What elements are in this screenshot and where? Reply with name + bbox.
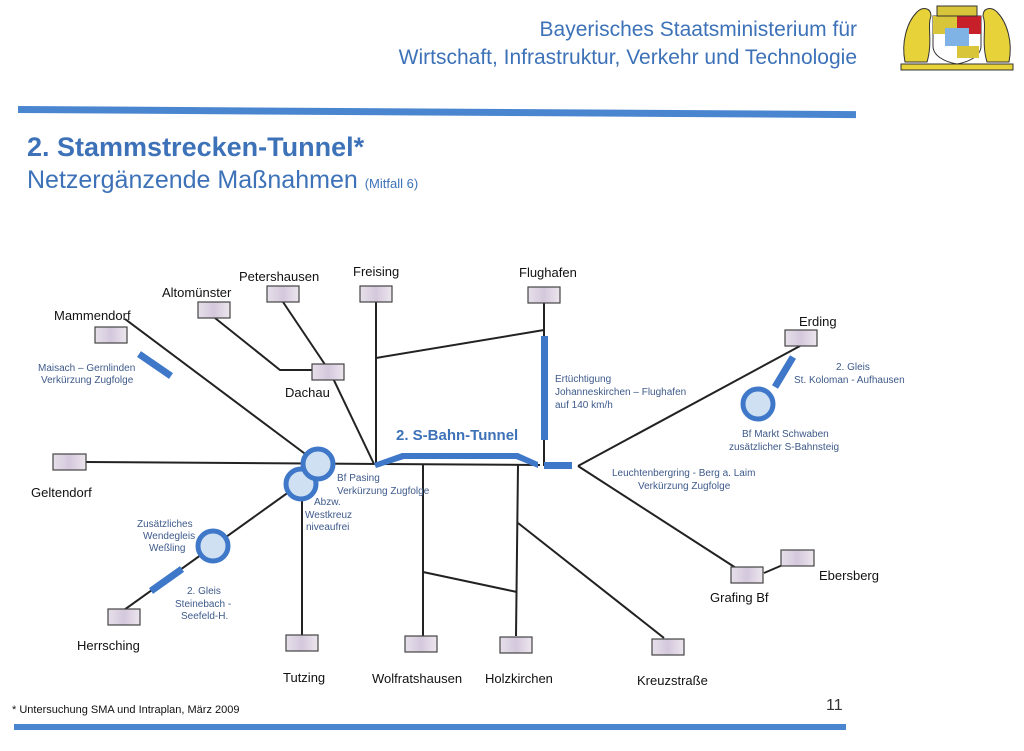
annotation-line: Maisach – Gernlinden [38,363,135,374]
annotation-line: Weßling [149,543,186,554]
station-box-flughafen[interactable] [527,286,561,304]
annotation-line: Westkreuz [305,510,352,521]
annotation-line: auf 140 km/h [555,400,613,411]
station-box-kreuzstrasse[interactable] [651,638,685,656]
station-box-herrsching[interactable] [107,608,141,626]
station-label-herrsching: Herrsching [77,638,140,653]
station-label-wolfratshausen: Wolfratshausen [372,671,462,686]
annotation-line: Leuchtenbergring - Berg a. Laim [612,468,755,479]
measure-bars [137,336,797,594]
bavarian-coat-of-arms-icon [900,5,1014,71]
track-freising-flughafen [375,329,545,359]
page-number: 11 [826,697,843,714]
annotation-line: Verkürzung Zugfolge [337,486,430,497]
track-petershausen [282,301,331,373]
bar-ostbahnhof [544,462,572,469]
footer-divider [14,724,846,730]
annotation-line: Verkürzung Zugfolge [638,481,731,492]
station-label-kreuzstrasse: Kreuzstraße [637,673,708,688]
station-box-petershausen[interactable] [266,285,300,303]
measure-nodes [195,386,776,564]
bar-steinebach [148,566,185,594]
station-label-erding: Erding [799,314,837,329]
footnote: * Untersuchung SMA und Intraplan, März 2… [12,704,240,716]
station-box-ebersberg[interactable] [780,549,815,567]
tunnel-bar [374,453,538,468]
ministry-name-line1: Bayerisches Staatsministerium für [539,18,857,41]
station-label-holzkirchen: Holzkirchen [485,671,553,686]
annotation-flughafen: Ertüchtigung Johanneskirchen – Flughafen… [555,374,686,411]
annotation-markt-schwaben: Bf Markt Schwaben zusätzlicher S-Bahnste… [729,429,839,453]
node-wessling [195,528,231,564]
station-label-geltendorf: Geltendorf [31,485,92,500]
track-erding [577,345,801,467]
track-mammendorf [124,318,317,463]
station-box-dachau[interactable] [311,363,345,381]
station-box-grafing[interactable] [730,566,764,584]
page-title: 2. Stammstrecken-Tunnel* [27,132,365,162]
annotation-line: St. Koloman - Aufhausen [794,375,905,386]
station-label-flughafen: Flughafen [519,265,577,280]
track-dachau [329,371,375,465]
station-label-ebersberg: Ebersberg [819,568,879,583]
annotation-line: Abzw. [314,497,341,508]
annotation-line: Steinebach - [175,599,231,610]
station-label-dachau: Dachau [285,385,330,400]
track-grafing [577,465,737,569]
annotation-line: Bf Pasing [337,473,380,484]
ministry-name-line2: Wirtschaft, Infrastruktur, Verkehr und T… [398,46,857,69]
track-altomuenster [214,317,320,371]
tunnel-label: 2. S-Bahn-Tunnel [396,427,518,444]
station-label-mammendorf: Mammendorf [54,308,131,323]
station-boxes [52,285,818,656]
station-box-freising[interactable] [359,285,393,303]
station-label-grafing: Grafing Bf [710,590,769,605]
station-box-altomuenster[interactable] [197,301,231,319]
annotation-line: Verkürzung Zugfolge [41,375,134,386]
annotation-westkreuz: Abzw. Westkreuz niveaufrei [305,497,352,533]
track-holzkirchen [515,464,519,637]
annotation-line: niveaufrei [306,522,349,533]
annotation-erding: 2. Gleis St. Koloman - Aufhausen [794,362,905,386]
annotation-line: Bf Markt Schwaben [742,429,829,440]
annotation-line: Ertüchtigung [555,374,611,385]
station-label-petershausen: Petershausen [239,269,319,284]
subtitle-text: Netzergänzende Maßnahmen [27,166,358,194]
station-box-tutzing[interactable] [285,634,319,652]
bar-maisach [137,351,173,379]
node-markt-schwaben [740,386,776,422]
station-label-freising: Freising [353,264,399,279]
annotation-wessling: Zusätzliches Wendegleis Weßling [137,519,195,554]
station-box-geltendorf[interactable] [52,453,87,471]
station-label-altomuenster: Altomünster [162,285,232,300]
station-box-erding[interactable] [784,329,818,347]
annotation-pasing: Bf Pasing Verkürzung Zugfolge [337,473,430,497]
node-pasing [300,446,336,482]
station-label-tutzing: Tutzing [283,670,325,685]
annotation-leuchtenberg: Leuchtenbergring - Berg a. Laim Verkürzu… [612,468,755,492]
station-box-mammendorf[interactable] [94,326,128,344]
annotation-line: Johanneskirchen – Flughafen [555,387,686,398]
track-cross-link [422,571,518,593]
track-kreuzstrasse [517,522,665,639]
annotation-maisach: Maisach – Gernlinden Verkürzung Zugfolge [38,363,135,386]
annotation-line: 2. Gleis [187,586,221,597]
station-box-holzkirchen[interactable] [499,636,533,654]
annotation-line: 2. Gleis [836,362,870,373]
subtitle-note: (Mitfall 6) [364,176,419,191]
bar-flughafen [541,336,548,440]
bar-erding [771,355,797,389]
page-subtitle: Netzergänzende Maßnahmen (Mitfall 6) [27,166,418,195]
annotation-line: Wendegleis [143,531,195,542]
annotation-steinebach: 2. Gleis Steinebach - Seefeld-H. [175,586,231,622]
annotation-line: zusätzlicher S-Bahnsteig [729,442,839,453]
station-box-wolfratshausen[interactable] [404,635,438,653]
annotation-line: Zusätzliches [137,519,193,530]
annotation-line: Seefeld-H. [181,611,228,622]
